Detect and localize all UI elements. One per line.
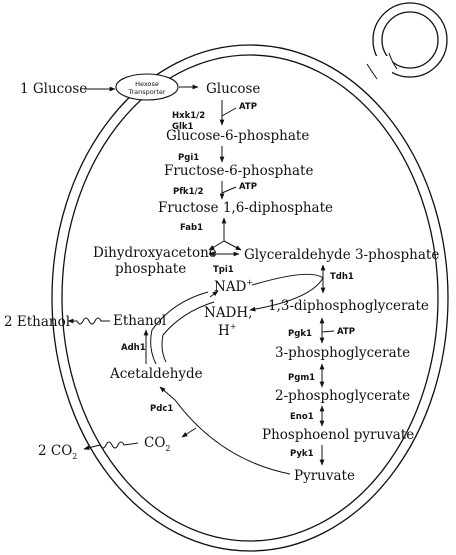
2pg-label: 2-phosphoglycerate [275, 388, 410, 404]
enzyme-glk: Glk1 [172, 122, 194, 132]
co2-export-coil [83, 441, 139, 451]
cell-wall-inner [61, 54, 439, 542]
nadh-oxidation-band [150, 290, 219, 365]
enzyme-adh: Adh1 [121, 343, 146, 353]
atp-pfk-branch [221, 186, 237, 194]
pyruvate-to-acetaldehyde-curve [159, 386, 291, 475]
hexose-transporter: Hexose Transporter [115, 73, 179, 101]
bud-neck-gap [368, 56, 392, 84]
transporter-label-2: Transporter [127, 88, 165, 96]
g3p-label: Glyceraldehyde 3-phosphate [244, 247, 439, 263]
atp-pgk: ATP [337, 327, 355, 337]
enzyme-pdc: Pdc1 [150, 404, 173, 414]
enzyme-pyk: Pyk1 [290, 449, 314, 459]
f6p-label: Fructose-6-phosphate [164, 163, 313, 179]
dhap-label-2: phosphate [115, 261, 186, 277]
enzyme-eno: Eno1 [290, 412, 314, 422]
enzyme-hxk: Hxk1/2 [172, 111, 205, 121]
enzyme-tdh: Tdh1 [330, 272, 354, 282]
atp-hxk: ATP [239, 102, 257, 112]
enzyme-pfk: Pfk1/2 [173, 187, 204, 197]
g6p-label: Glucose-6-phosphate [166, 128, 309, 144]
dhap-label-1: Dihydroxyacetone [93, 245, 217, 261]
atp-pgk-branch [321, 330, 335, 333]
co2-release-arrow [181, 427, 197, 438]
3pg-label: 3-phosphoglycerate [275, 345, 410, 361]
glucose-label: Glucose [206, 81, 260, 97]
ethanol-label: Ethanol [113, 313, 166, 329]
aldolase-split-arrows [208, 217, 242, 257]
atp-hxk-branch [221, 107, 237, 117]
external-co2-label: 2 CO2 [38, 443, 77, 461]
acetaldehyde-label: Acetaldehyde [109, 366, 203, 382]
bud-inner [381, 11, 439, 69]
h-label: H+ [218, 322, 236, 339]
nadh-label: NADH, [204, 305, 252, 321]
enzyme-tpi: Tpi1 [213, 265, 234, 275]
external-glucose-label: 1 Glucose [20, 81, 87, 97]
f16dp-label: Fructose 1,6-diphosphate [158, 200, 333, 216]
co2-label: CO2 [144, 435, 171, 453]
atp-pfk: ATP [239, 182, 257, 192]
external-ethanol-label: 2 Ethanol [4, 314, 70, 330]
enzyme-fba: Fab1 [180, 223, 203, 233]
pyruvate-label: Pyruvate [294, 468, 355, 484]
yeast-cell [51, 2, 449, 552]
enzyme-pgk: Pgk1 [288, 329, 312, 339]
enzyme-pgm: Pgm1 [288, 373, 315, 383]
bpg-label: 1,3-diphosphoglycerate [268, 298, 429, 314]
transporter-label-1: Hexose [135, 80, 159, 88]
nad-reduction-curve [249, 273, 324, 312]
enzyme-pgi: Pgi1 [178, 153, 199, 163]
ethanol-export-coil [67, 317, 110, 325]
pep-label: Phosphoenol pyruvate [262, 427, 414, 443]
nad-label: NAD+ [214, 278, 253, 295]
